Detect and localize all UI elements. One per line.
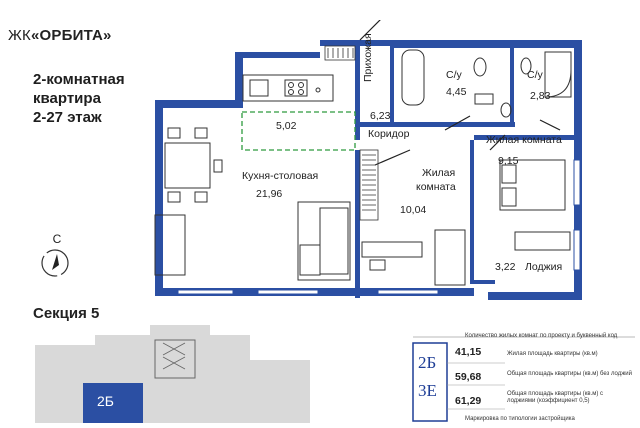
loggia-area: 3,22 — [495, 261, 516, 273]
total-area-loggia-value: 61,29 — [455, 395, 482, 407]
apartment-type: 2-комнатная — [33, 71, 125, 88]
apartment-description: 2-комнатная квартира 2-27 этаж — [33, 70, 125, 127]
wardrobe — [359, 149, 379, 221]
complex-title: ЖК«ОРБИТА» — [8, 27, 112, 44]
bathroom1-label: С/у — [446, 69, 462, 81]
total-area-text: Общая площадь квартиры (кв.м) без лоджий — [507, 371, 632, 377]
corridor-label: Коридор — [368, 128, 410, 140]
dining-table — [154, 127, 223, 276]
legend-footer-text: Маркировка по типологии застройщика — [465, 416, 575, 422]
total-area-value: 59,68 — [455, 371, 482, 383]
kitchen-area: 21,96 — [256, 188, 283, 200]
kitchen-zone-dashed — [241, 111, 356, 151]
legend-code-top: 2Б — [418, 353, 437, 372]
complex-prefix: ЖК — [8, 27, 31, 44]
living-area-text: Жилая площадь квартиры (кв.м) — [507, 351, 598, 357]
legend-code-bottom: 3Е — [418, 381, 437, 400]
kitchen-counter — [242, 74, 334, 102]
total-area-loggia-text: Общая площадь квартиры (кв.м) с лоджиями… — [507, 391, 603, 404]
legend-header-text: Количество жилых комнат по проекту и бук… — [465, 333, 618, 339]
legend-box: Количество жилых комнат по проекту и бук… — [410, 333, 635, 423]
compass-north-label: С — [53, 232, 62, 246]
hall-area: 6,23 — [370, 110, 391, 122]
apartment-kind: квартира — [33, 90, 101, 107]
bathroom-fixtures — [401, 49, 572, 118]
complex-name: «ОРБИТА» — [31, 27, 112, 44]
section-minimap: 2Б — [35, 325, 395, 423]
sofa — [297, 201, 351, 281]
section-label: Секция 5 — [33, 305, 100, 322]
living-room1-area: 9,15 — [498, 155, 519, 167]
bed — [499, 159, 571, 251]
hall-wardrobe — [324, 45, 356, 61]
living-area-value: 41,15 — [455, 346, 482, 358]
compass-icon: С — [41, 232, 69, 277]
living-room2-label-line1: Жилая — [422, 167, 456, 179]
kitchen-label: Кухня-столовая — [242, 170, 319, 182]
hall-label: Прихожая — [362, 33, 374, 82]
living-room2-label-line2: комната — [416, 181, 456, 193]
legend-frame — [412, 336, 635, 422]
living-room2-area: 10,04 — [400, 204, 427, 216]
apartment-floors: 2-27 этаж — [33, 109, 102, 126]
zone-area: 5,02 — [276, 120, 297, 132]
bathroom1-area: 4,45 — [446, 86, 467, 98]
loggia-label: Лоджия — [525, 261, 563, 273]
desk — [361, 229, 466, 286]
minimap-drawing — [35, 325, 310, 423]
floor-plan-drawing — [154, 11, 582, 300]
bathroom2-area: 2,83 — [530, 90, 551, 102]
bathroom2-label: С/у — [527, 69, 543, 81]
living-room1-label: Жилая комната — [486, 134, 562, 146]
floor-plan: Прихожая 6,23 С/у 4,45 С/у 2,83 5,02 Кор… — [150, 11, 590, 320]
minimap-unit-label: 2Б — [97, 393, 114, 409]
windows — [177, 159, 581, 295]
